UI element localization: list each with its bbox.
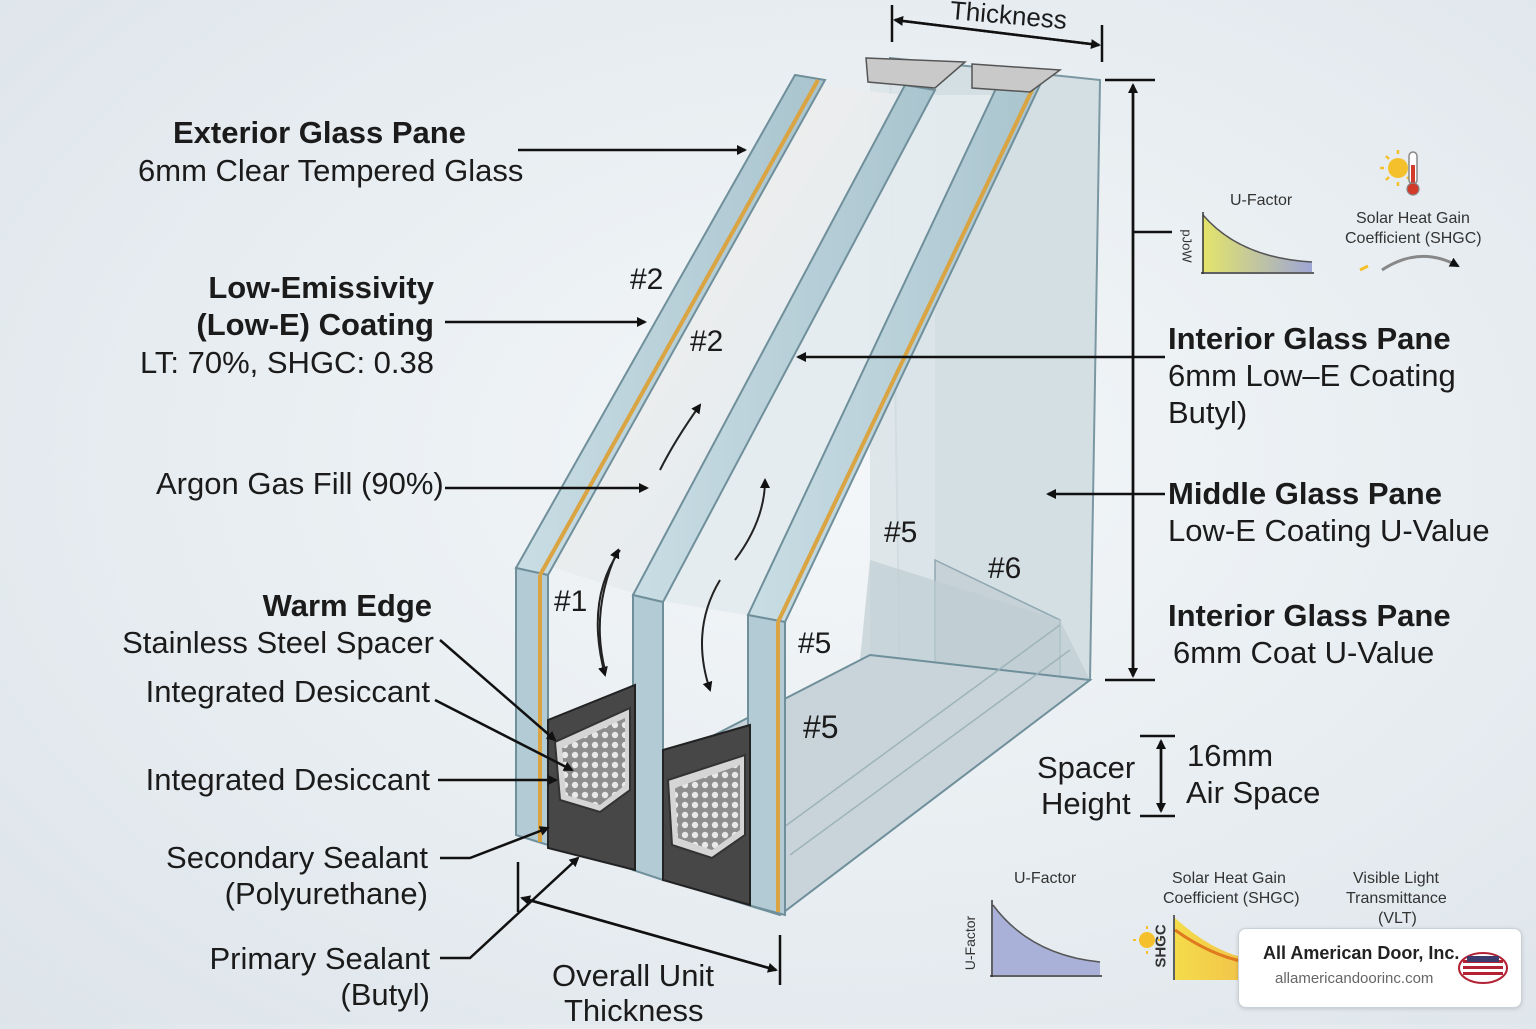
desiccant-label-2: Integrated Desiccant (145, 762, 430, 797)
second-spacer (662, 723, 751, 907)
primary-sealant-1: Primary Sealant (209, 941, 430, 976)
argon-label: Argon Gas Fill (90%) (156, 466, 444, 501)
lowe-title-2: (Low-E) Coating (196, 307, 434, 342)
airspace-label-2: Air Space (1186, 775, 1321, 810)
top-spacers (865, 57, 1063, 93)
interior-pane-sub-1: 6mm Low–E Coating (1168, 358, 1456, 393)
surface-5c: #5 (803, 709, 839, 745)
interior-pane-2-sub: 6mm Coat U-Value (1173, 635, 1435, 670)
leader-arrows (434, 145, 1165, 960)
exterior-pane-sub: 6mm Clear Tempered Glass (138, 153, 524, 188)
shgc-top-title-1: Solar Heat Gain (1356, 210, 1470, 227)
interior-pane-title: Interior Glass Pane (1168, 321, 1451, 356)
warm-edge-spacer (547, 683, 636, 872)
ufactor-top-axis: pJoW (1179, 229, 1195, 263)
warm-edge-title: Warm Edge (262, 588, 432, 623)
shgc-bottom-title-2: Coefficient (SHGC) (1163, 890, 1300, 907)
interior-pane-sub-2: Butyl) (1168, 395, 1248, 430)
spacer-label-2: Height (1041, 786, 1131, 821)
primary-sealant-2: (Butyl) (340, 977, 430, 1012)
spacer-label-1: Spacer (1037, 750, 1136, 785)
surface-5a: #5 (884, 516, 918, 549)
vlt-title-1: Visible Light (1353, 870, 1439, 887)
airspace-label-1: 16mm (1187, 738, 1274, 773)
shgc-mini-arc-top (1359, 255, 1460, 272)
vlt-title-3: (VLT) (1378, 910, 1417, 927)
ufactor-mini-chart-top (1201, 212, 1314, 274)
middle-pane-title: Middle Glass Pane (1168, 476, 1442, 511)
warm-edge-sub: Stainless Steel Spacer (122, 625, 434, 660)
overall-thickness-1: Overall Unit (552, 958, 714, 993)
shgc-top-title-2: Coefficient (SHGC) (1345, 230, 1482, 247)
middle-pane-sub: Low-E Coating U-Value (1168, 513, 1490, 548)
dimension-lines (516, 5, 1175, 985)
interior-pane-2-title: Interior Glass Pane (1168, 598, 1451, 633)
shgc-bottom-title-1: Solar Heat Gain (1172, 870, 1286, 887)
shgc-mini-chart-bottom (1133, 915, 1246, 980)
company-name: All American Door, Inc. (1263, 943, 1460, 963)
ufactor-bottom-axis: U-Factor (962, 915, 979, 971)
lowe-sub: LT: 70%, SHGC: 0.38 (139, 345, 434, 380)
exterior-pane-title: Exterior Glass Pane (173, 115, 466, 150)
middle-glass-pane (631, 83, 937, 882)
ufactor-bottom-title: U-Factor (1014, 870, 1077, 887)
desiccant-label-1: Integrated Desiccant (145, 674, 430, 709)
company-logo-icon (1458, 952, 1508, 984)
shgc-bottom-axis: SHGC (1152, 924, 1170, 968)
surface-6: #6 (988, 552, 1022, 585)
sun-thermometer-icon (1380, 150, 1420, 196)
gas-flow-arrows (596, 403, 770, 692)
company-badge[interactable]: All American Door, Inc. allamericandoori… (1238, 928, 1522, 1008)
company-url[interactable]: allamericandoorinc.com (1275, 970, 1434, 987)
ufactor-mini-chart-bottom (990, 900, 1102, 977)
overall-thickness-2: Thickness (564, 993, 704, 1028)
surface-1: #1 (554, 585, 588, 618)
secondary-sealant-1: Secondary Sealant (166, 840, 428, 875)
lowe-title-1: Low-Emissivity (208, 270, 434, 305)
surface-5b: #5 (798, 627, 832, 660)
surface-2b: #2 (690, 325, 724, 358)
surface-2a: #2 (630, 263, 664, 296)
ufactor-top-title: U-Factor (1230, 192, 1293, 209)
vlt-title-2: Transmittance (1346, 890, 1447, 907)
interior-glass-pane (746, 78, 1042, 917)
secondary-sealant-2: (Polyurethane) (224, 876, 428, 911)
